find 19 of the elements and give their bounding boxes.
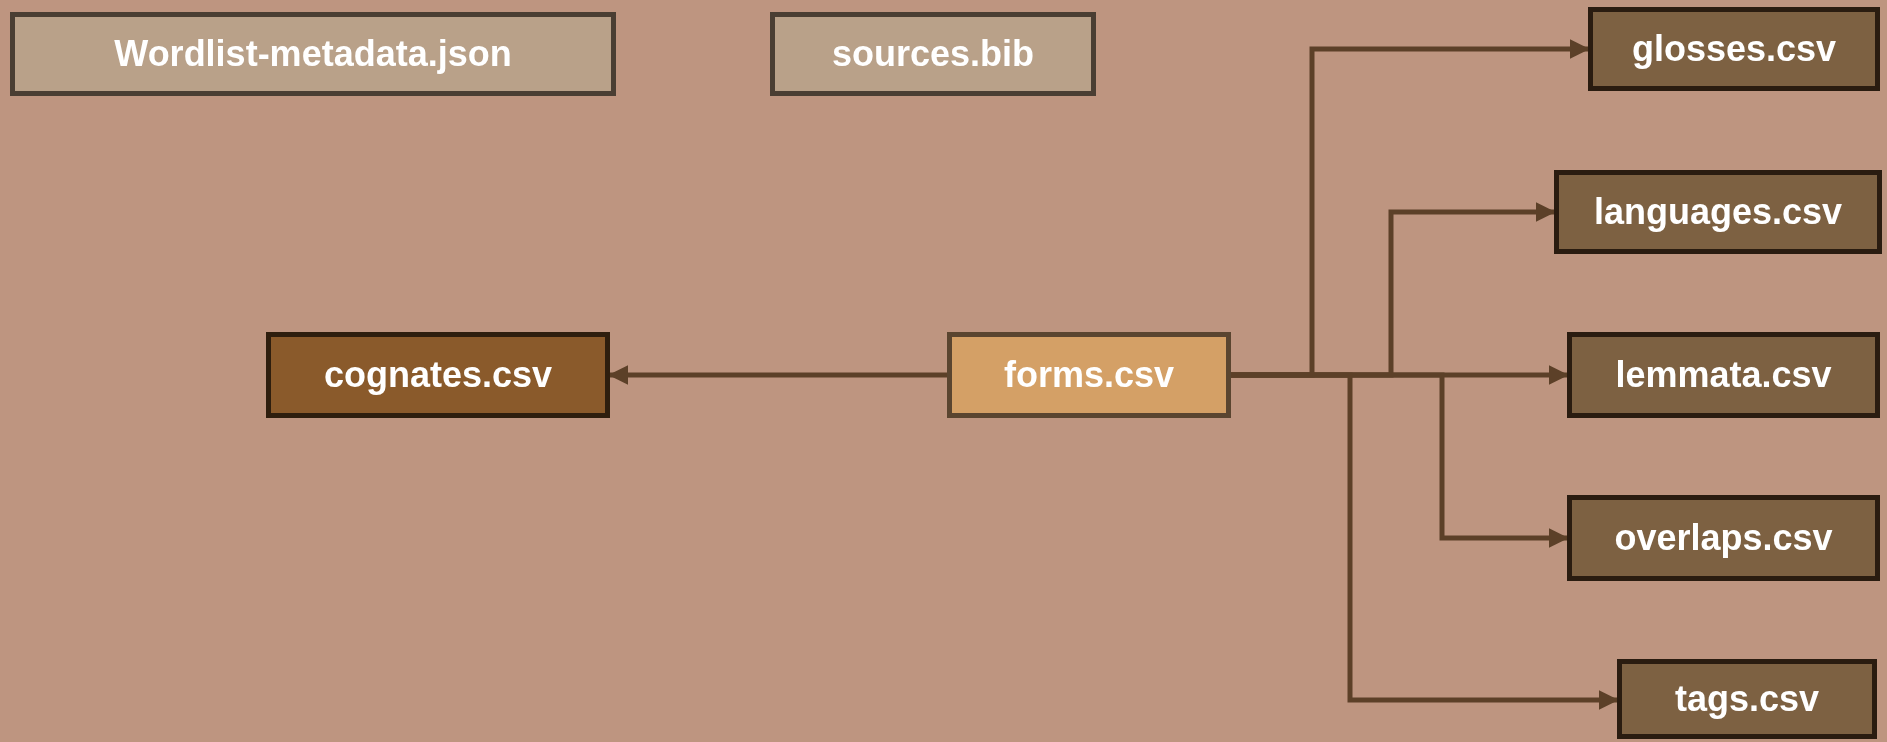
file-box — [1567, 332, 1880, 418]
file-box — [1567, 495, 1880, 581]
file-name: glosses.csv — [1631, 28, 1837, 70]
file-name: lemmata.csv — [1615, 354, 1832, 396]
file-name: overlaps.csv — [1614, 517, 1833, 559]
file-name: Wordlist-metadata.json — [114, 33, 512, 75]
file-box — [1588, 7, 1880, 91]
file-name: languages.csv — [1593, 191, 1843, 233]
file-box — [770, 12, 1096, 96]
file-box — [10, 12, 616, 96]
file-box — [266, 332, 610, 418]
file-name: cognates.csv — [323, 354, 553, 396]
file-box — [1554, 170, 1882, 254]
file-name: forms.csv — [1003, 354, 1175, 396]
arrow — [608, 365, 947, 385]
file-name: tags.csv — [1674, 678, 1820, 720]
file-name: sources.bib — [831, 33, 1035, 75]
file-box — [1617, 659, 1877, 739]
file-box — [947, 332, 1231, 418]
